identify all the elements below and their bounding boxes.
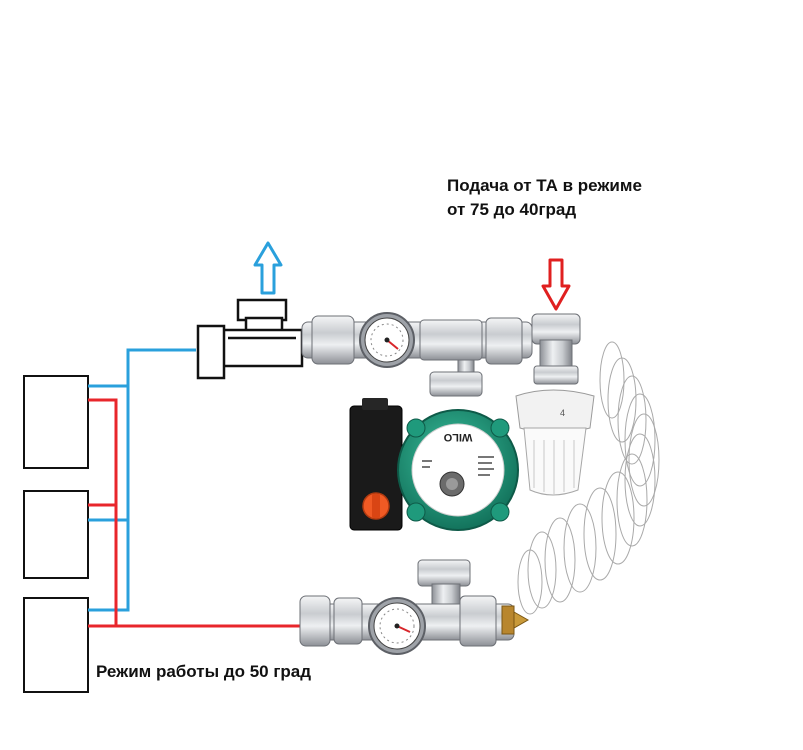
return-arrow-up-icon	[253, 241, 283, 295]
upper-pressure-gauge-icon	[359, 312, 415, 368]
pump-brand-label: WILO	[443, 431, 472, 443]
capillary-coil	[517, 341, 660, 615]
supply-caption: Подача от ТА в режиме от 75 до 40град	[447, 174, 642, 222]
operating-mode-caption: Режим работы до 50 град	[96, 662, 312, 681]
circulation-pump: WILO	[349, 398, 519, 531]
thermostatic-valve	[531, 313, 581, 385]
radiator-bottom	[23, 597, 89, 693]
thermostatic-head-icon: 4	[515, 389, 595, 496]
svg-text:4: 4	[560, 408, 565, 418]
radiator-middle	[23, 490, 89, 579]
radiator-top	[23, 375, 89, 469]
upper-pipe-assembly	[301, 315, 533, 397]
supply-caption-line1: Подача от ТА в режиме	[447, 176, 642, 195]
supply-arrow-down-icon	[541, 258, 571, 311]
lower-pressure-gauge-icon	[368, 597, 426, 655]
drawn-tee-fitting	[196, 298, 304, 380]
return-piping	[88, 348, 196, 612]
supply-piping	[88, 398, 300, 628]
supply-caption-line2: от 75 до 40град	[447, 200, 577, 219]
